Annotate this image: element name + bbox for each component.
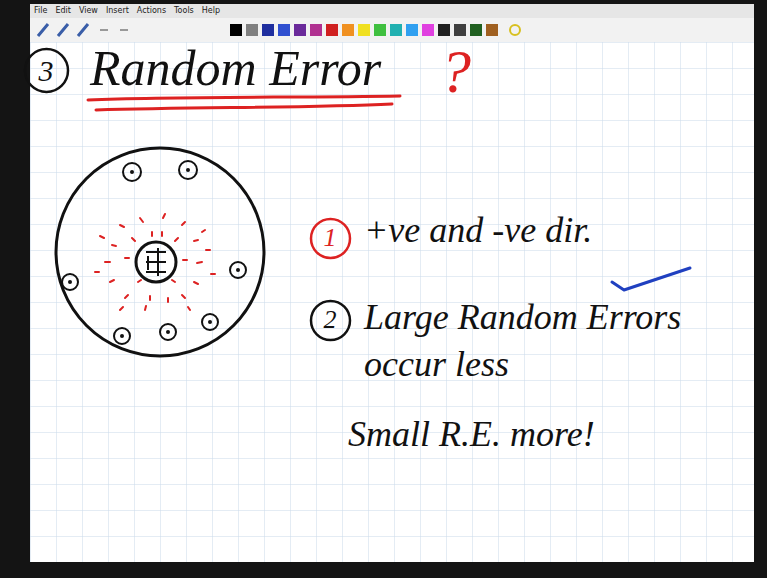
- heading-text: Random Error: [90, 40, 381, 98]
- note-page: [30, 42, 754, 562]
- color-palette: [230, 24, 520, 36]
- menu-item: Edit: [55, 5, 71, 17]
- title-underline: [88, 96, 400, 110]
- number-text: 1: [324, 224, 337, 253]
- note-text: Small R.E. more!: [348, 414, 595, 455]
- grid-lines: [30, 42, 754, 562]
- menu-item: Insert: [106, 5, 129, 17]
- check-mark: [612, 268, 690, 290]
- target-diagram: [56, 148, 264, 356]
- menu-item: View: [79, 5, 98, 17]
- number-text: 3: [39, 54, 54, 87]
- menu-item: Actions: [137, 5, 166, 17]
- circled-number: 3: [23, 47, 70, 94]
- menu-item: File: [34, 5, 47, 17]
- circle-outline: [311, 219, 350, 258]
- circle-outline: [25, 49, 68, 92]
- circled-number: 2: [309, 299, 352, 342]
- tool-bar: [30, 18, 754, 42]
- question-mark: ?: [440, 36, 471, 107]
- menu-item: Tools: [174, 5, 194, 17]
- note-text: +ve and -ve dir.: [364, 210, 592, 251]
- menu-bar: [30, 4, 754, 18]
- note-text: Large Random Errors occur less: [364, 294, 704, 388]
- circled-number: 1: [309, 217, 352, 260]
- pen-tools: [38, 24, 128, 36]
- number-text: 2: [324, 306, 337, 335]
- circle-outline: [311, 301, 350, 340]
- menu-item: Help: [202, 5, 220, 17]
- menu-row: File Edit View Insert Actions Tools Help: [34, 5, 220, 17]
